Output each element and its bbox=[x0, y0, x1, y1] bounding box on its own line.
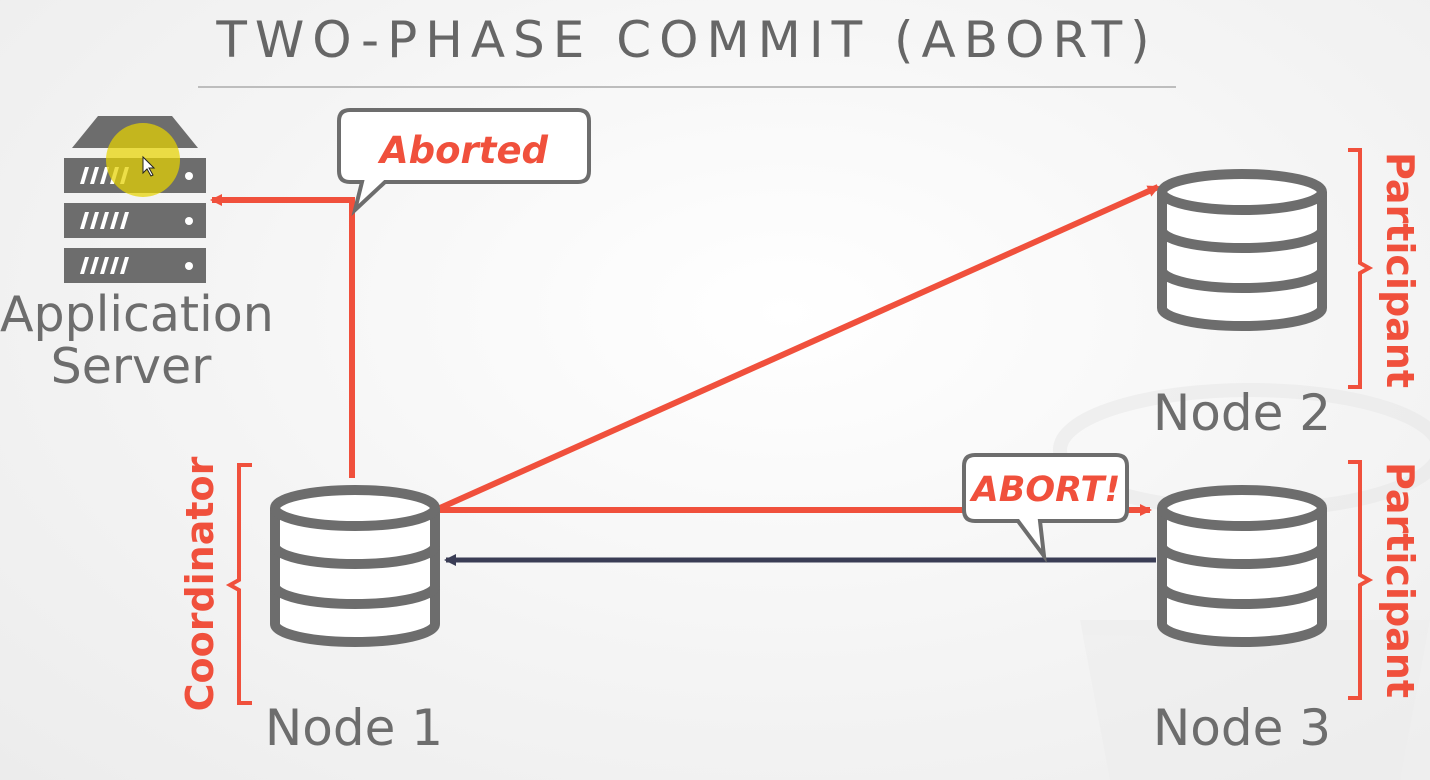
database-icon-node2 bbox=[1162, 174, 1322, 326]
database-icon-node3 bbox=[1162, 490, 1322, 642]
arrow-node1-to-app-server bbox=[210, 194, 355, 478]
slide-title: TWO-PHASE COMMIT (ABORT) bbox=[216, 11, 1158, 69]
node2-label: Node 2 bbox=[1152, 384, 1332, 442]
arrow-node1-to-node2 bbox=[438, 184, 1160, 511]
coordinator-role-label: Coordinator bbox=[178, 456, 222, 712]
participant-bracket-node3 bbox=[1348, 460, 1374, 700]
aborted-message: Aborted bbox=[379, 129, 549, 172]
aborted-bubble bbox=[337, 108, 591, 217]
coordinator-bracket bbox=[225, 463, 252, 705]
mouse-cursor-icon bbox=[142, 155, 156, 177]
node1-label: Node 1 bbox=[264, 699, 444, 757]
abort-bubble bbox=[962, 453, 1129, 564]
node3-label: Node 3 bbox=[1152, 699, 1332, 757]
participant-bracket-node2 bbox=[1348, 148, 1374, 389]
app-server-label-line2: Server bbox=[50, 338, 212, 395]
app-server-label-line1: Application bbox=[0, 286, 274, 343]
database-icon-node1 bbox=[275, 490, 435, 642]
abort-message: ABORT! bbox=[971, 470, 1121, 510]
title-divider bbox=[198, 86, 1176, 88]
participant-role-label-node3: Participant bbox=[1378, 461, 1422, 699]
participant-role-label-node2: Participant bbox=[1378, 151, 1422, 389]
